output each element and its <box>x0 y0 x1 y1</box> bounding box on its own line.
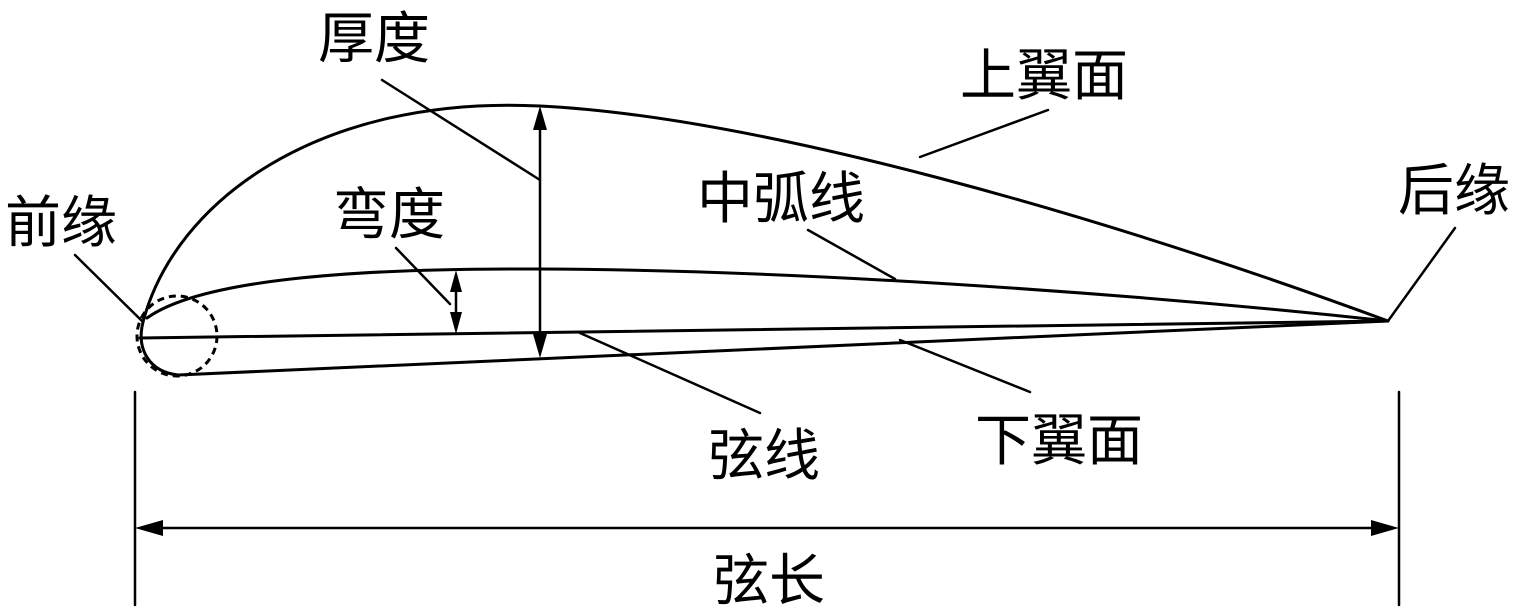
leading-edge-arc <box>139 320 180 377</box>
lower-surface-curve <box>176 319 1390 377</box>
thickness-arrow-top <box>533 106 547 130</box>
upper-surface-leader <box>918 108 1050 159</box>
lower-surface-leader <box>898 338 1032 394</box>
chord-line <box>138 319 1390 340</box>
chord-length-arrow-left <box>135 520 163 536</box>
thickness-leader <box>380 78 542 182</box>
camber-arrow-bottom <box>450 312 462 334</box>
thickness-label: 厚度 <box>318 7 430 72</box>
chord-length-label: 弦长 <box>713 549 825 612</box>
trailing-edge-label: 后缘 <box>1398 159 1510 224</box>
chord-line-leader <box>578 331 762 415</box>
chord-line-label: 弦线 <box>708 424 820 489</box>
camber-line-leader <box>806 228 897 281</box>
thickness-arrow-bottom <box>533 334 547 358</box>
upper-surface-label: 上翼面 <box>960 44 1128 109</box>
leading-edge-label: 前缘 <box>5 191 117 256</box>
camber-line-label: 中弧线 <box>697 167 865 232</box>
chord-length-arrow-right <box>1371 520 1399 536</box>
leading-edge-circle <box>135 294 219 378</box>
camber-leader <box>394 246 452 306</box>
camber-label: 弯度 <box>333 183 445 248</box>
lower-surface-label: 下翼面 <box>975 409 1143 474</box>
camber-arrow-top <box>450 270 462 292</box>
trailing-edge-leader <box>1386 226 1457 323</box>
leading-edge-leader <box>73 253 145 324</box>
camber-line-curve <box>145 267 1390 323</box>
upper-surface-curve <box>141 103 1390 324</box>
